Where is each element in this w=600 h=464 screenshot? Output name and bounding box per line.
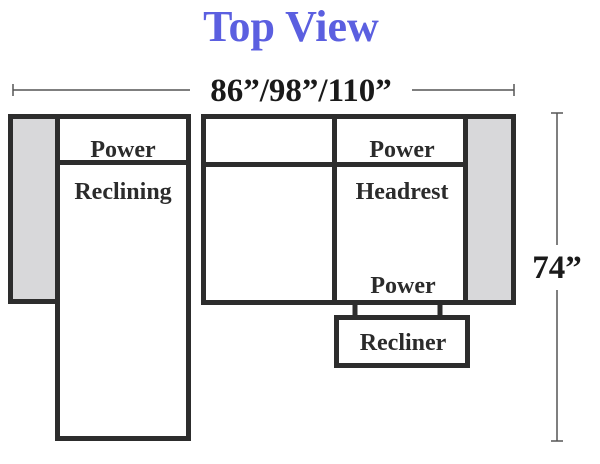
right-main-label: Headrest [356, 179, 449, 205]
right-bottom-label: Power [370, 273, 436, 299]
footrest-label: Recliner [360, 330, 447, 356]
width-dimension-label: 86”/98”/110” [210, 73, 392, 109]
recliner-footrest [334, 315, 470, 368]
left-main-label: Reclining [74, 179, 171, 205]
depth-dimension-label: 74” [532, 250, 582, 286]
left-armrest [8, 114, 60, 304]
right-armrest [463, 114, 516, 305]
left-chaise-frame [55, 114, 191, 441]
right-top-label: Power [369, 137, 435, 163]
left-top-label: Power [90, 137, 156, 163]
diagram-title: Top View [203, 2, 379, 51]
